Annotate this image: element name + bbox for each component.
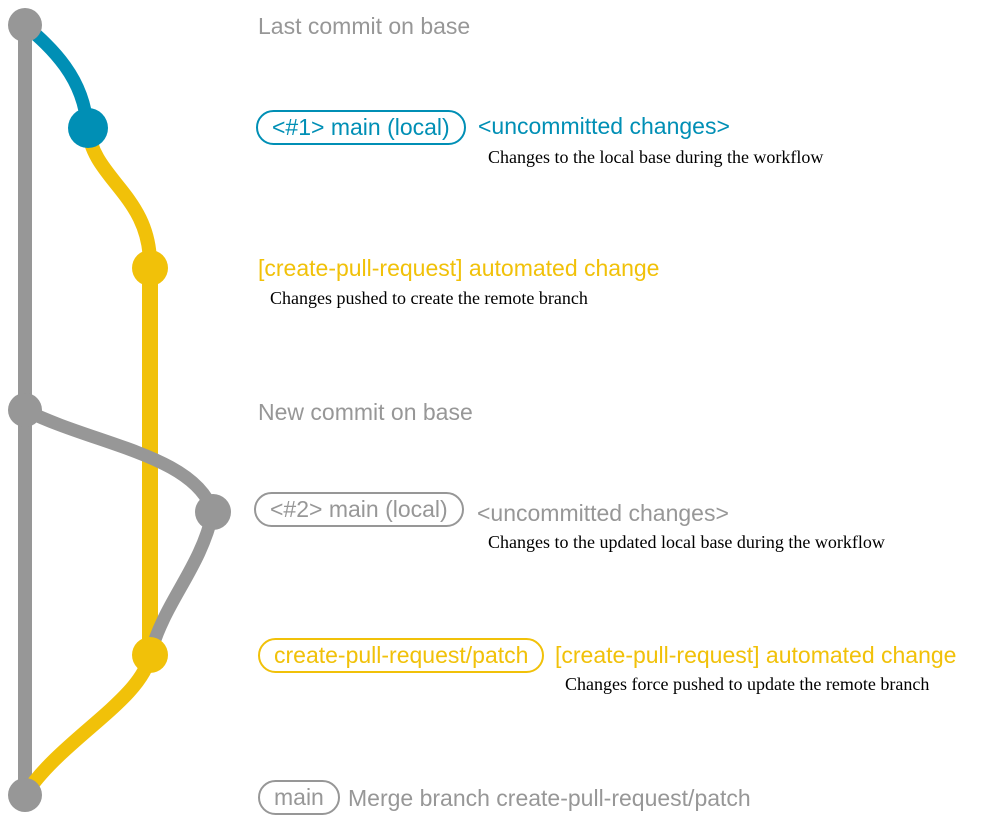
note-pushed-to-create-branch: Changes pushed to create the remote bran…: [270, 288, 588, 308]
edge-main-local-1-to-patch-1: [81, 121, 158, 275]
note-updated-local-base-changes: Changes to the updated local base during…: [488, 532, 885, 552]
edge-base-to-main-local-2: [18, 403, 220, 519]
label-automated-change-2: [create-pull-request] automated change: [555, 642, 957, 668]
commit-node-patch-2: [132, 637, 168, 673]
label-uncommitted-changes-1: <uncommitted changes>: [478, 113, 730, 139]
label-automated-change-1: [create-pull-request] automated change: [258, 255, 660, 281]
commit-node-last-commit-on-base: [8, 8, 42, 42]
commit-node-merge: [8, 778, 42, 812]
badge-main-local-1: <#1> main (local): [256, 110, 466, 145]
badge-main-local-2: <#2> main (local): [254, 492, 464, 527]
commit-node-main-local-2: [195, 494, 231, 530]
commit-node-main-local-1: [68, 108, 108, 148]
label-last-commit-on-base: Last commit on base: [258, 13, 471, 39]
label-uncommitted-changes-2: <uncommitted changes>: [477, 500, 729, 526]
commit-node-new-commit-on-base: [8, 393, 42, 427]
label-merge-branch: Merge branch create-pull-request/patch: [348, 785, 751, 811]
badge-create-pull-request-patch: create-pull-request/patch: [258, 638, 545, 673]
edge-main-local-2-to-patch-2: [143, 505, 220, 662]
edge-patch-2-to-merge: [18, 648, 157, 802]
note-local-base-changes: Changes to the local base during the wor…: [488, 147, 824, 167]
edge-base-to-main-local-1: [18, 18, 94, 133]
note-force-pushed-update: Changes force pushed to update the remot…: [565, 674, 930, 694]
badge-main: main: [258, 780, 340, 815]
commit-node-patch-1: [132, 250, 168, 286]
label-new-commit-on-base: New commit on base: [258, 399, 473, 425]
